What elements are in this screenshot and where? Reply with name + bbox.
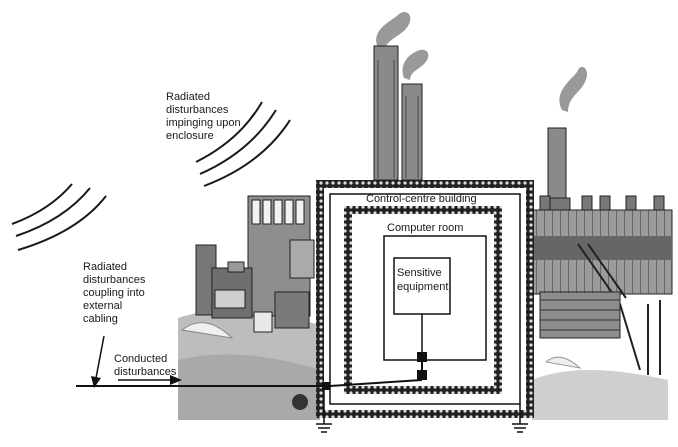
arrow-conducted	[118, 375, 182, 385]
right-industrial-scene	[531, 66, 673, 420]
ground-symbol-right	[512, 404, 528, 433]
right-crane	[577, 243, 661, 375]
left-vehicle-wheel	[292, 394, 308, 410]
control-centre-shield	[316, 180, 534, 418]
room-filter-box	[417, 352, 427, 362]
label-radiated-enclosure: Radiated disturbances impinging upon enc…	[166, 91, 244, 142]
entry-filter-box	[322, 382, 330, 390]
ground-symbol-left	[316, 390, 332, 433]
label-radiated-cabling: Radiated disturbances coupling into exte…	[83, 261, 148, 325]
right-pipe-stack	[539, 291, 621, 339]
label-conducted: Conducted disturbances	[114, 353, 177, 378]
radiated-waves-enclosure	[195, 101, 291, 187]
label-control-centre: Control-centre building	[366, 193, 477, 205]
left-ground-shadow	[178, 354, 320, 420]
sensitive-equipment-box	[393, 257, 451, 315]
computer-room-shield	[344, 206, 502, 394]
building-filter-box	[417, 370, 427, 380]
left-industrial-scene	[178, 195, 320, 420]
label-sensitive-equipment: Sensitive equipment	[397, 267, 448, 293]
chimney-short	[401, 83, 423, 181]
label-computer-room: Computer room	[387, 222, 463, 234]
arrow-radiated-cabling	[91, 335, 105, 388]
radiated-waves-cabling	[11, 183, 107, 251]
right-ground	[532, 370, 668, 420]
cabling	[76, 314, 427, 390]
chimneys	[373, 12, 429, 181]
computer-room-inner-wall	[383, 235, 487, 361]
